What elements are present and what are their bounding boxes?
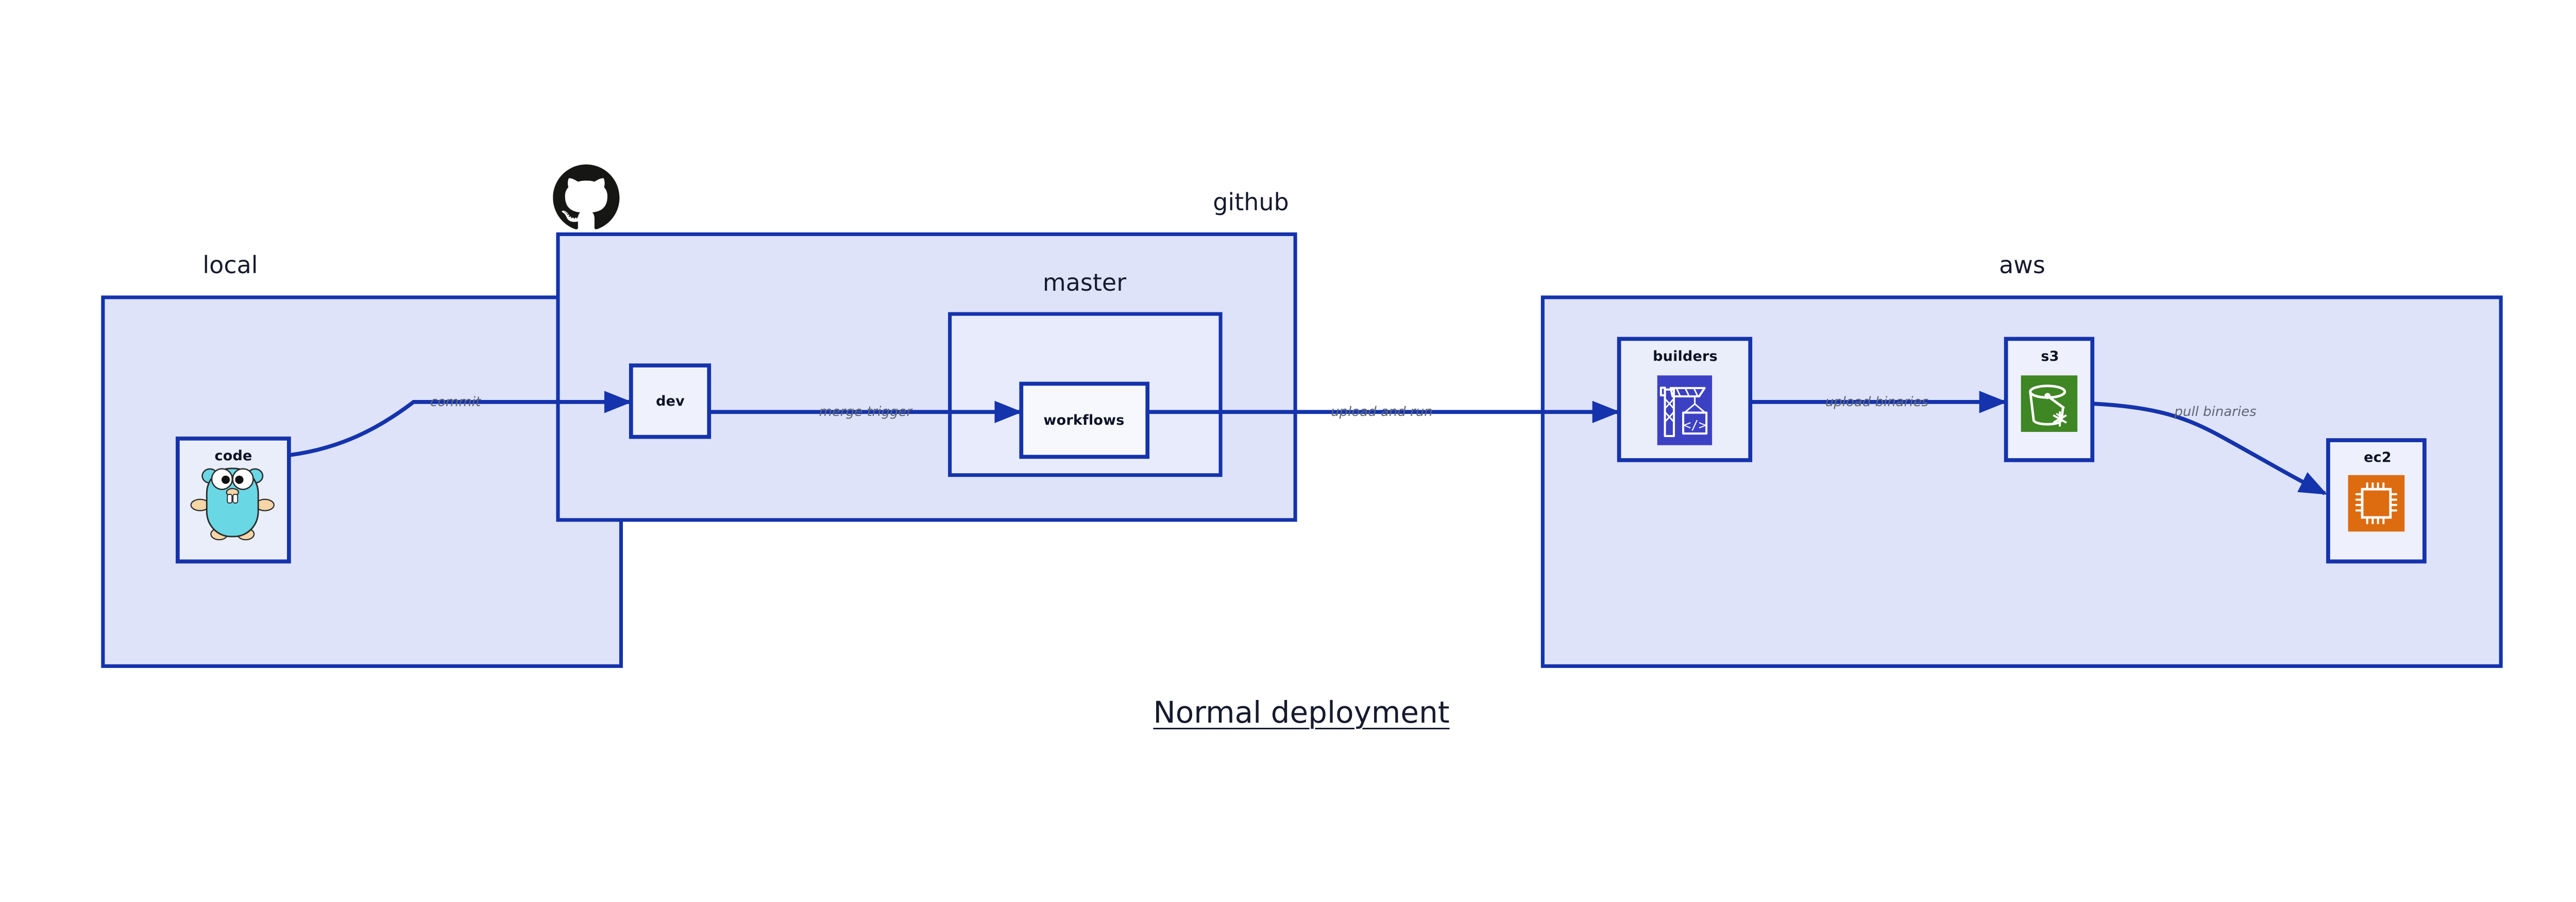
group-label-local: local <box>202 251 258 279</box>
go-gopher-icon <box>190 467 275 541</box>
edge-label-merge-trigger: merge trigger <box>819 404 912 420</box>
node-label-workflows: workflows <box>1043 412 1125 428</box>
svg-text:</>: </> <box>1683 417 1706 432</box>
edge-commit <box>289 391 633 457</box>
edge-label-upload-and-run: upload and run <box>1331 404 1433 420</box>
node-label-builders: builders <box>1653 348 1718 364</box>
group-label-aws: aws <box>1999 251 2045 279</box>
github-octocat-icon <box>553 164 620 229</box>
edge-label-pull-binaries: pull binaries <box>2174 404 2257 420</box>
diagram-title: Normal deployment <box>1153 695 1450 730</box>
node-label-ec2: ec2 <box>2364 449 2392 465</box>
node-label-code: code <box>214 448 252 464</box>
node-label-s3: s3 <box>2041 348 2059 364</box>
edge-label-upload-binaries: upload binaries <box>1825 394 1929 410</box>
aws-codebuild-icon: </> <box>1657 375 1713 445</box>
node-workflows[interactable] <box>1019 381 1150 459</box>
node-dev[interactable] <box>629 363 711 439</box>
group-label-github: github <box>1213 188 1289 216</box>
edge-label-commit: commit <box>430 394 481 410</box>
aws-ec2-icon <box>2348 475 2405 532</box>
edge-pull-binaries <box>2092 402 2328 495</box>
aws-s3-icon <box>2021 375 2078 432</box>
node-label-dev: dev <box>656 393 685 409</box>
group-label-master: master <box>1042 269 1127 296</box>
